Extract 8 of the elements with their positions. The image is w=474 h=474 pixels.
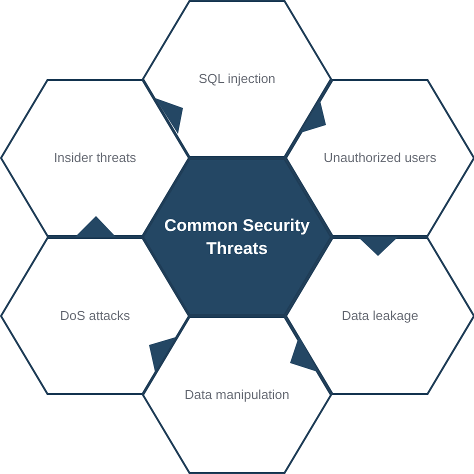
hexagon: [142, 316, 332, 474]
center-title: Common Security Threats: [163, 215, 311, 260]
hexagon-label: Insider threats: [52, 149, 138, 168]
hexagon-label: Data leakage: [340, 307, 420, 326]
hexagon-label: Unauthorized users: [322, 149, 438, 168]
hexagon-label: Data manipulation: [184, 386, 290, 404]
hexagon-label: DoS attacks: [58, 307, 132, 326]
hexagon-label: SQL injection: [198, 70, 276, 88]
